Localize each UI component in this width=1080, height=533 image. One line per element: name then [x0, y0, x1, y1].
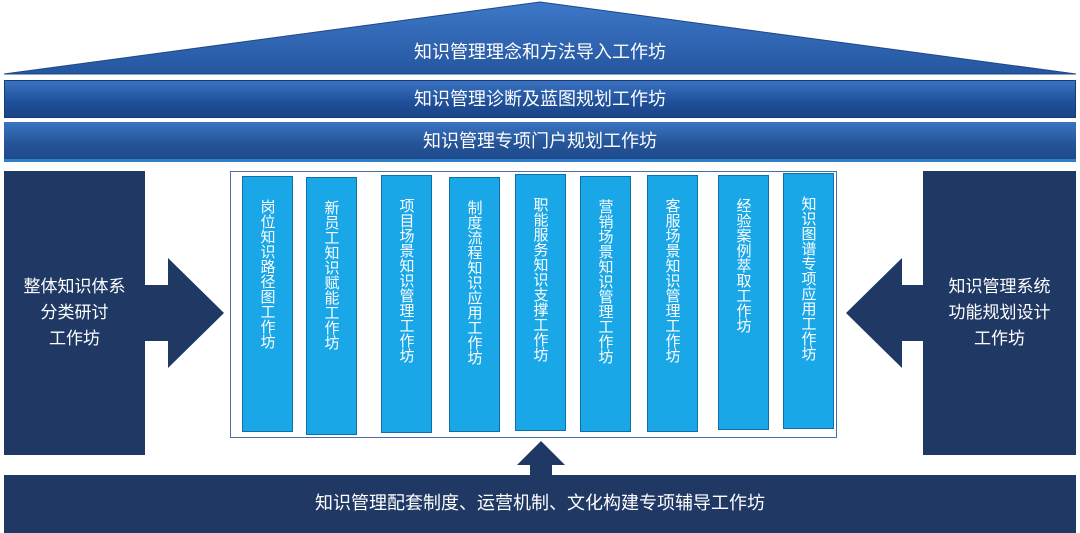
left-panel	[4, 171, 145, 455]
column-marketing-scenario: 营销场景知识管理工作坊	[580, 176, 631, 432]
column-label: 知识图谱专项应用工作坊	[799, 196, 818, 361]
left-panel-line: 整体知识体系	[23, 277, 126, 297]
arrow-right-icon	[145, 258, 224, 368]
column-label: 岗位知识路径图工作坊	[258, 199, 277, 349]
band-portal-planning: 知识管理专项门户规划工作坊	[4, 122, 1076, 162]
left-panel-line: 工作坊	[49, 329, 100, 349]
column-label: 新员工知识赋能工作坊	[322, 200, 341, 350]
band-diagnosis-blueprint: 知识管理诊断及蓝图规划工作坊	[4, 80, 1076, 118]
bottom-foundation-band: 知识管理配套制度、运营机制、文化构建专项辅导工作坊	[4, 475, 1076, 533]
column-label: 项目场景知识管理工作坊	[397, 198, 416, 363]
column-label: 客服场景知识管理工作坊	[663, 198, 682, 363]
roof-label: 知识管理理念和方法导入工作坊	[414, 42, 666, 63]
right-panel-line: 工作坊	[974, 329, 1025, 349]
column-label: 经验案例萃取工作坊	[734, 198, 753, 333]
column-project-scenario: 项目场景知识管理工作坊	[381, 175, 432, 433]
arrow-left-icon	[846, 258, 923, 368]
column-customer-service: 客服场景知识管理工作坊	[647, 175, 698, 432]
column-new-employee: 新员工知识赋能工作坊	[306, 177, 357, 435]
column-label: 职能服务知识支撑工作坊	[531, 197, 550, 362]
right-panel-text: 知识管理系统 功能规划设计 工作坊	[923, 274, 1076, 352]
right-panel-line: 知识管理系统	[948, 277, 1051, 297]
right-panel-line: 功能规划设计	[948, 303, 1051, 323]
right-panel	[923, 171, 1076, 455]
column-job-knowledge-path: 岗位知识路径图工作坊	[242, 176, 293, 432]
left-panel-line: 分类研讨	[40, 303, 109, 323]
column-label: 营销场景知识管理工作坊	[596, 199, 615, 364]
column-label: 制度流程知识应用工作坊	[465, 200, 484, 365]
column-functional-service: 职能服务知识支撑工作坊	[515, 174, 566, 431]
arrow-up-icon	[517, 441, 565, 475]
column-experience-cases: 经验案例萃取工作坊	[718, 175, 769, 430]
column-knowledge-graph: 知识图谱专项应用工作坊	[783, 173, 834, 429]
left-panel-text: 整体知识体系 分类研讨 工作坊	[4, 274, 145, 352]
roof-shape	[3, 1, 1077, 75]
column-policy-process: 制度流程知识应用工作坊	[449, 177, 500, 432]
